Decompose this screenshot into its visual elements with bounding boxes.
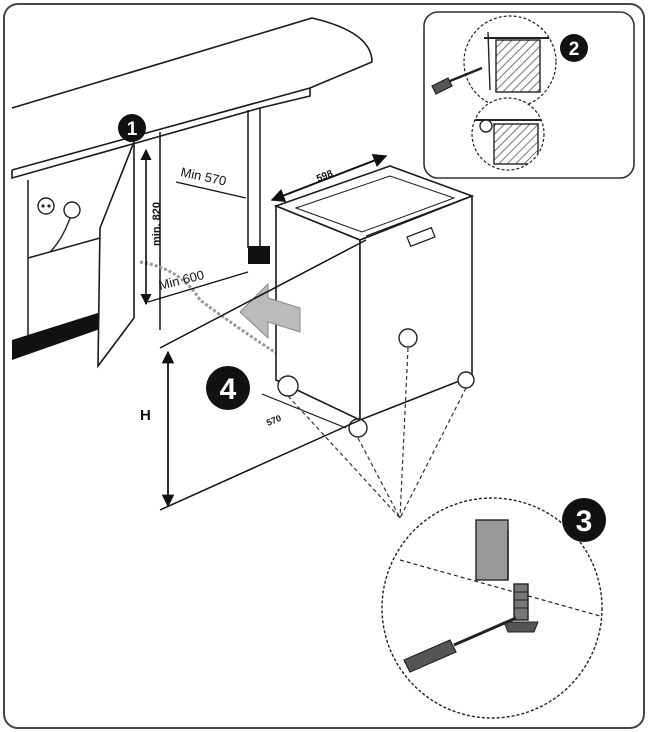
- dim-height: [159, 239, 367, 511]
- step-number-1: 1: [127, 119, 138, 140]
- power-socket-icon: [37, 197, 81, 253]
- cabinet-door: [97, 141, 135, 369]
- step-badge-3: [562, 498, 606, 542]
- dishwasher: [273, 165, 475, 422]
- step-badge-1: [118, 114, 146, 142]
- step-number-3: 3: [576, 505, 593, 538]
- adjustable-foot-icon: [503, 583, 539, 633]
- dim-line-570: [175, 181, 247, 199]
- dim-line-598: [270, 154, 388, 202]
- dishwasher-feet: [277, 328, 475, 438]
- step-badge-4: [206, 366, 250, 410]
- step-number-2: 2: [569, 39, 580, 60]
- step-badge-2: [560, 34, 588, 62]
- dim-line-600: [147, 271, 249, 303]
- hose: [139, 260, 291, 364]
- screwdriver-icon: [431, 66, 483, 95]
- detail-2: [423, 11, 635, 179]
- screwdriver-icon: [403, 616, 517, 673]
- cabinet-left: [27, 108, 261, 338]
- detail-3: [381, 497, 603, 719]
- water-inlet-block: [248, 246, 270, 264]
- dim-line-570-depth: [261, 393, 347, 429]
- dim-label-h: H: [140, 407, 151, 424]
- leader-lines: [287, 347, 467, 519]
- dim-label-min-820: min. 820: [151, 202, 163, 246]
- step-number-4: 4: [220, 373, 237, 406]
- plinth-band: [12, 306, 120, 360]
